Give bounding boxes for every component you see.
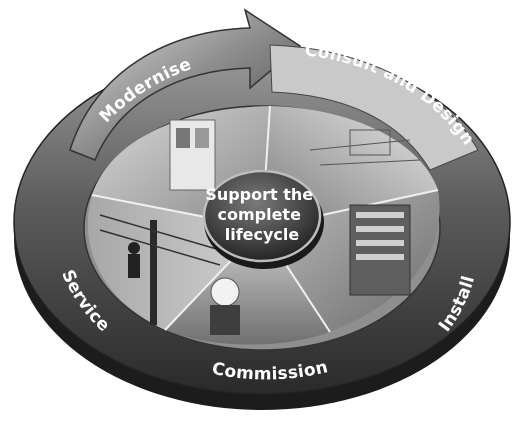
consult-segment — [269, 44, 479, 171]
center-label: Support the complete lifecycle — [205, 185, 318, 244]
center-disc — [202, 169, 322, 263]
center-line-2: complete — [217, 205, 301, 224]
center-line-1: Support the — [205, 185, 313, 204]
center-line-3: lifecycle — [225, 225, 300, 244]
photo-commission — [165, 228, 330, 345]
cycle-arrow — [69, 8, 302, 161]
